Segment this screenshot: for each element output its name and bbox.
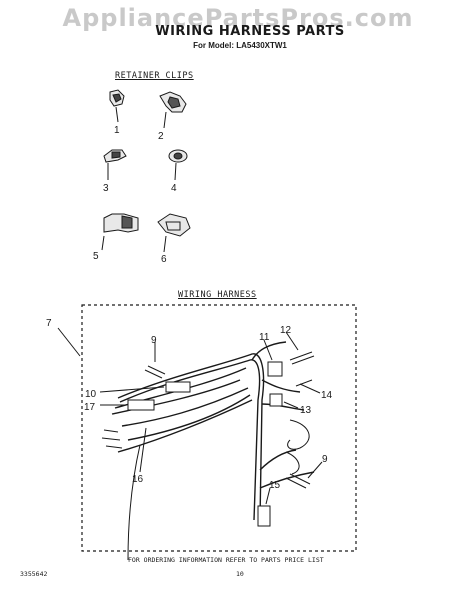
leader-15: [265, 487, 271, 505]
callout-15: 15: [269, 480, 281, 491]
terminal-9a: [144, 365, 166, 379]
page-number: 10: [236, 570, 244, 578]
connector-17: [127, 399, 155, 411]
callout-16: 16: [132, 474, 144, 485]
callout-4: 4: [171, 183, 177, 194]
callout-1: 1: [114, 125, 120, 136]
wiring-harness-heading: WIRING HARNESS: [178, 290, 257, 300]
page-title: WIRING HARNESS PARTS: [155, 24, 345, 39]
callout-9a: 9: [151, 335, 157, 346]
callout-5: 5: [93, 251, 99, 262]
connector-10: [165, 381, 191, 393]
terminal-9b: [285, 473, 311, 489]
callout-9b: 9: [322, 454, 328, 465]
wire-loop-1: [287, 419, 310, 450]
retainer-clip-6: [157, 213, 191, 253]
terminal-12: [289, 351, 315, 365]
retainer-clip-4: [168, 149, 188, 181]
watermark: AppliancePartsPros.com: [62, 4, 414, 32]
leader-13: [283, 401, 299, 409]
document-number: 3355642: [20, 570, 48, 578]
retainer-clip-5: [101, 213, 139, 251]
callout-12: 12: [280, 325, 292, 336]
leader-16: [139, 427, 147, 473]
leader-7: [57, 327, 81, 357]
retainer-clip-1: [109, 89, 125, 123]
retainer-clips-heading: RETAINER CLIPS: [115, 71, 194, 81]
harness-frame: [81, 304, 357, 552]
callout-14: 14: [321, 390, 333, 401]
leader-12: [285, 331, 299, 351]
leader-14: [299, 383, 321, 394]
callout-10: 10: [85, 389, 97, 400]
callout-2: 2: [158, 131, 164, 142]
wire-ends: [101, 429, 123, 449]
callout-7: 7: [46, 318, 52, 329]
leader-11: [263, 339, 273, 361]
connector-13: [269, 393, 283, 407]
ordering-note: FOR ORDERING INFORMATION REFER TO PARTS …: [128, 556, 324, 564]
connector-11: [267, 361, 283, 377]
callout-13: 13: [300, 405, 312, 416]
callout-11: 11: [259, 332, 270, 343]
callout-3: 3: [103, 183, 109, 194]
wire-loop-2: [285, 451, 300, 475]
callout-17: 17: [84, 402, 96, 413]
model-subtitle: For Model: LA5430XTW1: [193, 41, 287, 50]
leader-10: [99, 386, 165, 393]
retainer-clip-3: [103, 149, 127, 180]
callout-6: 6: [161, 254, 167, 265]
harness-trunk: [111, 341, 315, 561]
terminal-14: [295, 379, 313, 387]
retainer-clip-2: [159, 91, 187, 129]
leader-9b: [307, 461, 323, 479]
connector-15: [257, 505, 271, 527]
